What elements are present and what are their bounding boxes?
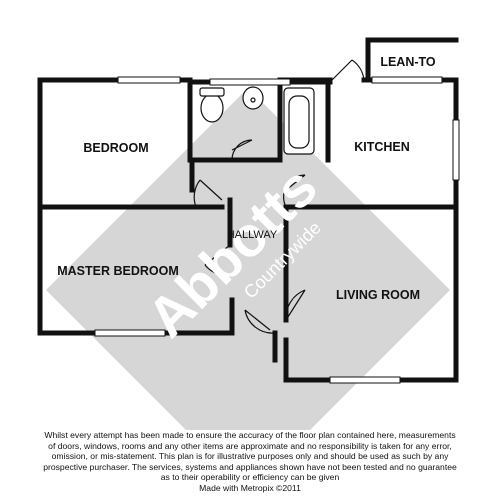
room-label-lean-to: LEAN-TO: [380, 55, 436, 69]
door-front: [244, 309, 276, 334]
lean-to-wall: [365, 37, 459, 83]
door-master-bedroom: [204, 244, 233, 277]
toilet-icon: [200, 93, 224, 123]
room-label-bedroom: BEDROOM: [83, 141, 148, 155]
disclaimer: Whilst every attempt has been made to en…: [0, 430, 500, 494]
outer-wall-bedrooms: [37, 77, 235, 336]
window-bathroom: [209, 78, 291, 86]
window-master-bedroom: [94, 329, 166, 337]
disclaimer-line: of doors, windows, rooms and any other i…: [48, 440, 452, 451]
room-label-master-bedroom: MASTER BEDROOM: [57, 264, 179, 278]
bath-inner-icon: [288, 95, 310, 149]
window-kitchen: [452, 119, 460, 181]
door-living-room: [285, 289, 306, 321]
toilet-cistern-icon: [199, 87, 225, 97]
door-lean-to: [331, 59, 365, 81]
watermark-diamond: [46, 88, 450, 430]
door-bedroom: [193, 179, 223, 208]
window-lean-to: [371, 76, 443, 84]
door-kitchen: [283, 174, 306, 208]
disclaimer-line: Whilst every attempt has been made to en…: [44, 430, 456, 440]
metropix-credit: Made with Metropix ©2011: [199, 482, 301, 493]
room-label-kitchen: KITCHEN: [354, 140, 410, 154]
room-label-hallway: HALLWAY: [227, 229, 278, 241]
disclaimer-line: prospective purchaser. The services, sys…: [43, 461, 457, 472]
door-bathroom: [231, 139, 253, 161]
basin-drain-icon: [250, 97, 256, 103]
disclaimer-line: omission, or mis-statement. This plan is…: [51, 451, 449, 462]
floor-plan: Abbotts Countrywide BEDROOM KITCHEN LEAN…: [37, 37, 460, 430]
window-living-room: [329, 376, 401, 384]
disclaimer-line: as to their operability or efficiency ca…: [160, 472, 340, 483]
window-bedroom: [117, 76, 181, 84]
room-label-living-room: LIVING ROOM: [336, 288, 420, 302]
